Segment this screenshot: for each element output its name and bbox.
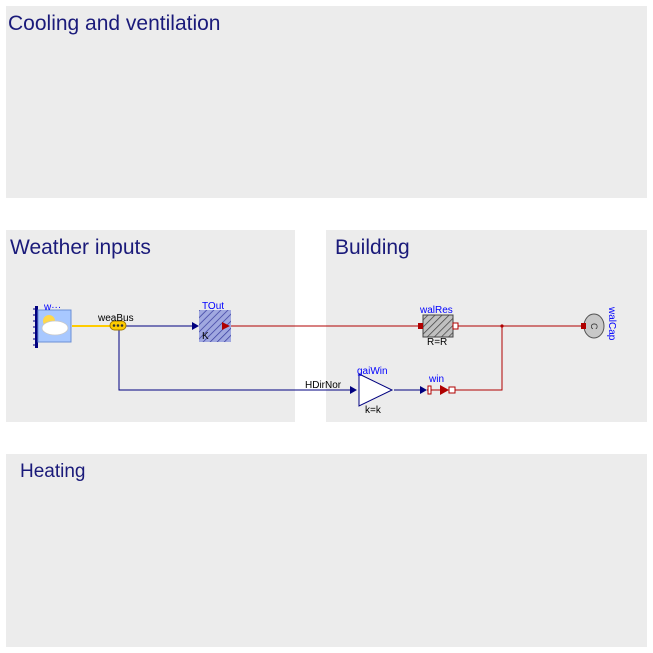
building-title: Building xyxy=(335,236,410,259)
wall-resistance-block[interactable]: walRes R=R xyxy=(418,305,459,348)
wall-capacitance-block[interactable]: C walCap xyxy=(581,306,617,341)
win-heat-connection[interactable] xyxy=(455,326,503,391)
win-name: win xyxy=(428,374,444,385)
outdoor-temperature-block[interactable]: K TOut xyxy=(199,301,231,342)
cooling-ventilation-panel: Cooling and ventilation xyxy=(6,6,647,198)
weather-bus-label: weaBus xyxy=(97,313,134,324)
tout-heat-port xyxy=(222,322,230,330)
walcap-name: walCap xyxy=(606,306,617,341)
win-input-arrow xyxy=(420,386,427,394)
hdirnor-signal-connection[interactable] xyxy=(118,330,352,391)
heating-panel: Heating xyxy=(6,454,647,647)
weather-inputs-title: Weather inputs xyxy=(10,236,151,259)
walres-port-b xyxy=(452,322,459,330)
tout-name: TOut xyxy=(202,301,224,312)
gain-triangle xyxy=(358,373,394,407)
junction-dot xyxy=(500,324,504,328)
weather-data-reader[interactable]: w··· xyxy=(33,302,72,348)
walcap-symbol: C xyxy=(589,323,599,330)
walcap-port xyxy=(581,323,586,329)
weather-data-name: w··· xyxy=(43,302,61,313)
tout-unit: K xyxy=(202,331,209,342)
walres-body xyxy=(422,314,454,338)
tout-input-arrow xyxy=(192,322,199,330)
window-heat-flow-block[interactable]: win xyxy=(427,374,456,395)
gaiwin-param: k=k xyxy=(365,405,382,416)
hdirnor-label: HDirNor xyxy=(305,380,342,391)
walres-port-a xyxy=(418,323,423,329)
win-heat-port xyxy=(448,386,456,394)
cloud-icon xyxy=(41,320,69,336)
walres-name: walRes xyxy=(419,305,453,316)
cooling-ventilation-title: Cooling and ventilation xyxy=(8,12,221,35)
window-gain-block[interactable]: gaiWin k=k xyxy=(357,366,394,416)
gaiwin-name: gaiWin xyxy=(357,366,388,377)
walres-param: R=R xyxy=(427,337,447,348)
win-input-port xyxy=(427,385,432,395)
weather-bus[interactable]: weaBus xyxy=(97,313,134,331)
gaiwin-input-arrow xyxy=(350,386,357,394)
heat-flow-arrow xyxy=(440,385,449,395)
heating-title: Heating xyxy=(20,461,86,482)
